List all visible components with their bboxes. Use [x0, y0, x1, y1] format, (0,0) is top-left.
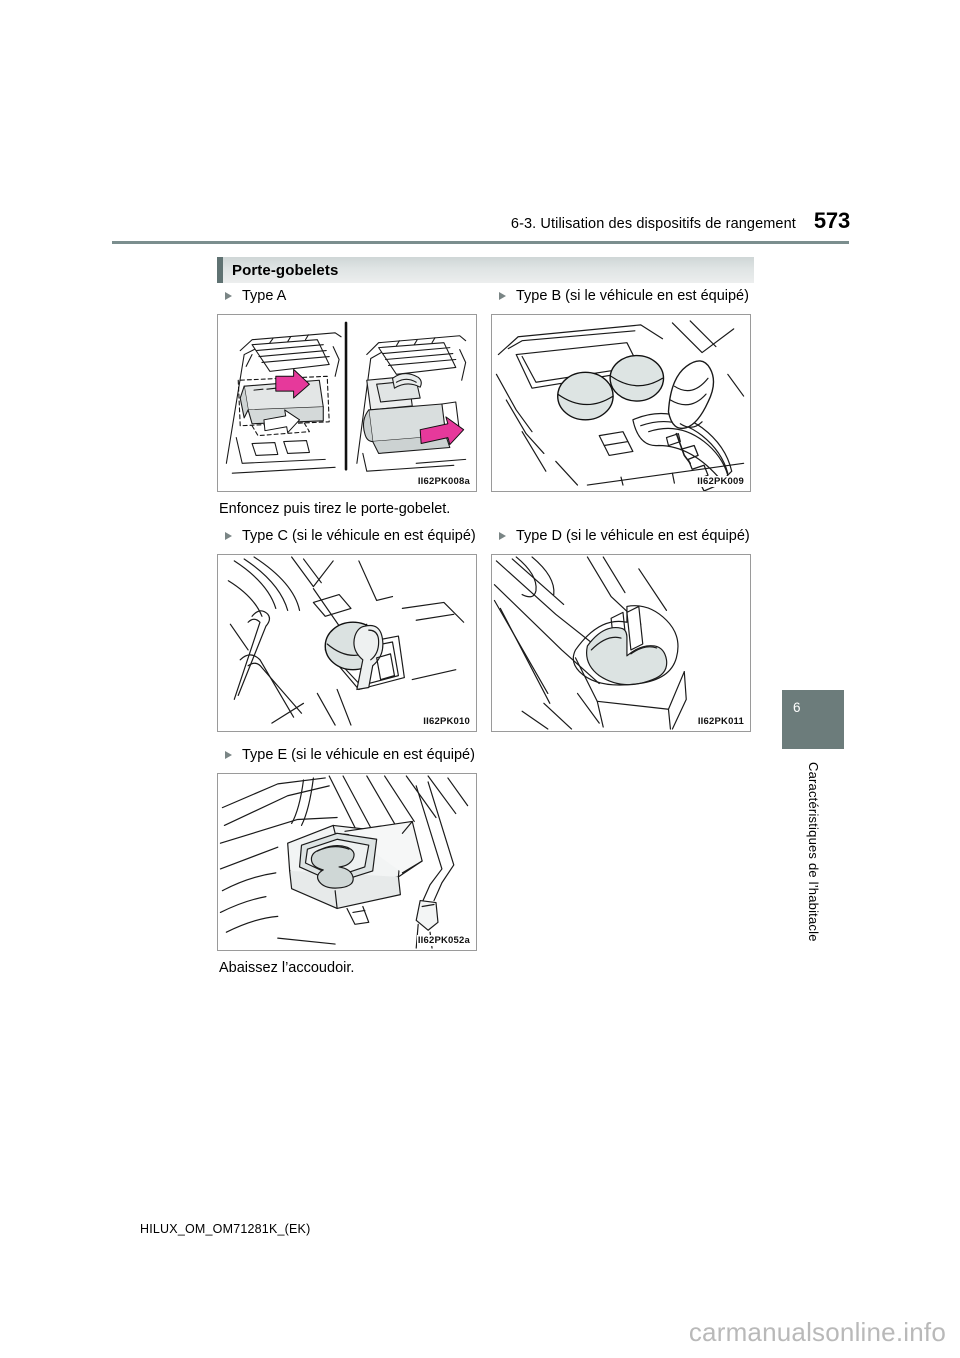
column-type-e: Type E (si le véhicule en est équipé) — [217, 746, 479, 976]
figure-type-d: II62PK011 — [491, 554, 751, 732]
caption-push-pull: Enfoncez puis tirez le porte-gobelet. — [219, 501, 451, 517]
section-title: Porte-gobelets — [232, 261, 339, 279]
column-type-b: Type B (si le véhicule en est équipé) — [491, 287, 753, 492]
figure-type-e: II62PK052a — [217, 773, 477, 951]
column-type-d: Type D (si le véhicule en est équipé) — [491, 527, 753, 732]
header-section-title: 6-3. Utilisation des dispositifs de rang… — [510, 216, 796, 232]
heading-type-a-label: Type A — [242, 288, 287, 304]
figure-code-type-a: II62PK008a — [416, 476, 471, 487]
triangle-bullet-icon — [225, 532, 234, 541]
watermark: carmanualsonline.info — [688, 1317, 946, 1347]
heading-type-e: Type E (si le véhicule en est équipé) — [217, 746, 479, 765]
caption-lower-armrest: Abaissez l’accoudoir. — [219, 960, 355, 976]
figure-type-a: II62PK008a — [217, 314, 477, 492]
heading-type-e-label: Type E (si le véhicule en est équipé) — [242, 747, 475, 763]
triangle-bullet-icon — [499, 532, 508, 541]
section-title-bar: Porte-gobelets — [217, 257, 754, 283]
triangle-bullet-icon — [499, 292, 508, 301]
figure-code-type-d: II62PK011 — [696, 716, 745, 727]
page-number: 573 — [813, 208, 850, 233]
heading-type-b-label: Type B (si le véhicule en est équipé) — [516, 288, 749, 304]
figure-type-b: II62PK009 — [491, 314, 751, 492]
chapter-number: 6 — [793, 700, 801, 715]
column-type-a: Type A — [217, 287, 479, 492]
heading-type-a: Type A — [217, 287, 479, 306]
row-type-c-d: Type C (si le véhicule en est équipé) — [217, 527, 754, 732]
heading-type-d-label: Type D (si le véhicule en est équipé) — [516, 528, 750, 544]
heading-type-d: Type D (si le véhicule en est équipé) — [491, 527, 753, 546]
chapter-tab: 6 — [782, 690, 844, 749]
header-divider-rule — [112, 241, 849, 244]
column-type-c: Type C (si le véhicule en est équipé) — [217, 527, 479, 732]
row-type-a-b: Type A — [217, 287, 754, 492]
row-type-e: Type E (si le véhicule en est équipé) — [217, 746, 754, 976]
triangle-bullet-icon — [225, 292, 234, 301]
document-code: HILUX_OM_OM71281K_(EK) — [140, 1222, 311, 1236]
content-area: Type A — [217, 287, 754, 976]
chapter-label: Caractéristiques de l’habitacle — [806, 762, 821, 942]
heading-type-c: Type C (si le véhicule en est équipé) — [217, 527, 479, 546]
heading-type-b: Type B (si le véhicule en est équipé) — [491, 287, 753, 306]
heading-type-c-label: Type C (si le véhicule en est équipé) — [242, 528, 476, 544]
figure-code-type-b: II62PK009 — [696, 476, 745, 487]
figure-code-type-e: II62PK052a — [416, 935, 471, 946]
figure-type-c: II62PK010 — [217, 554, 477, 732]
triangle-bullet-icon — [225, 751, 234, 760]
figure-code-type-c: II62PK010 — [422, 716, 471, 727]
page-header: 6-3. Utilisation des dispositifs de rang… — [110, 208, 850, 234]
section-accent-mark — [217, 257, 223, 283]
